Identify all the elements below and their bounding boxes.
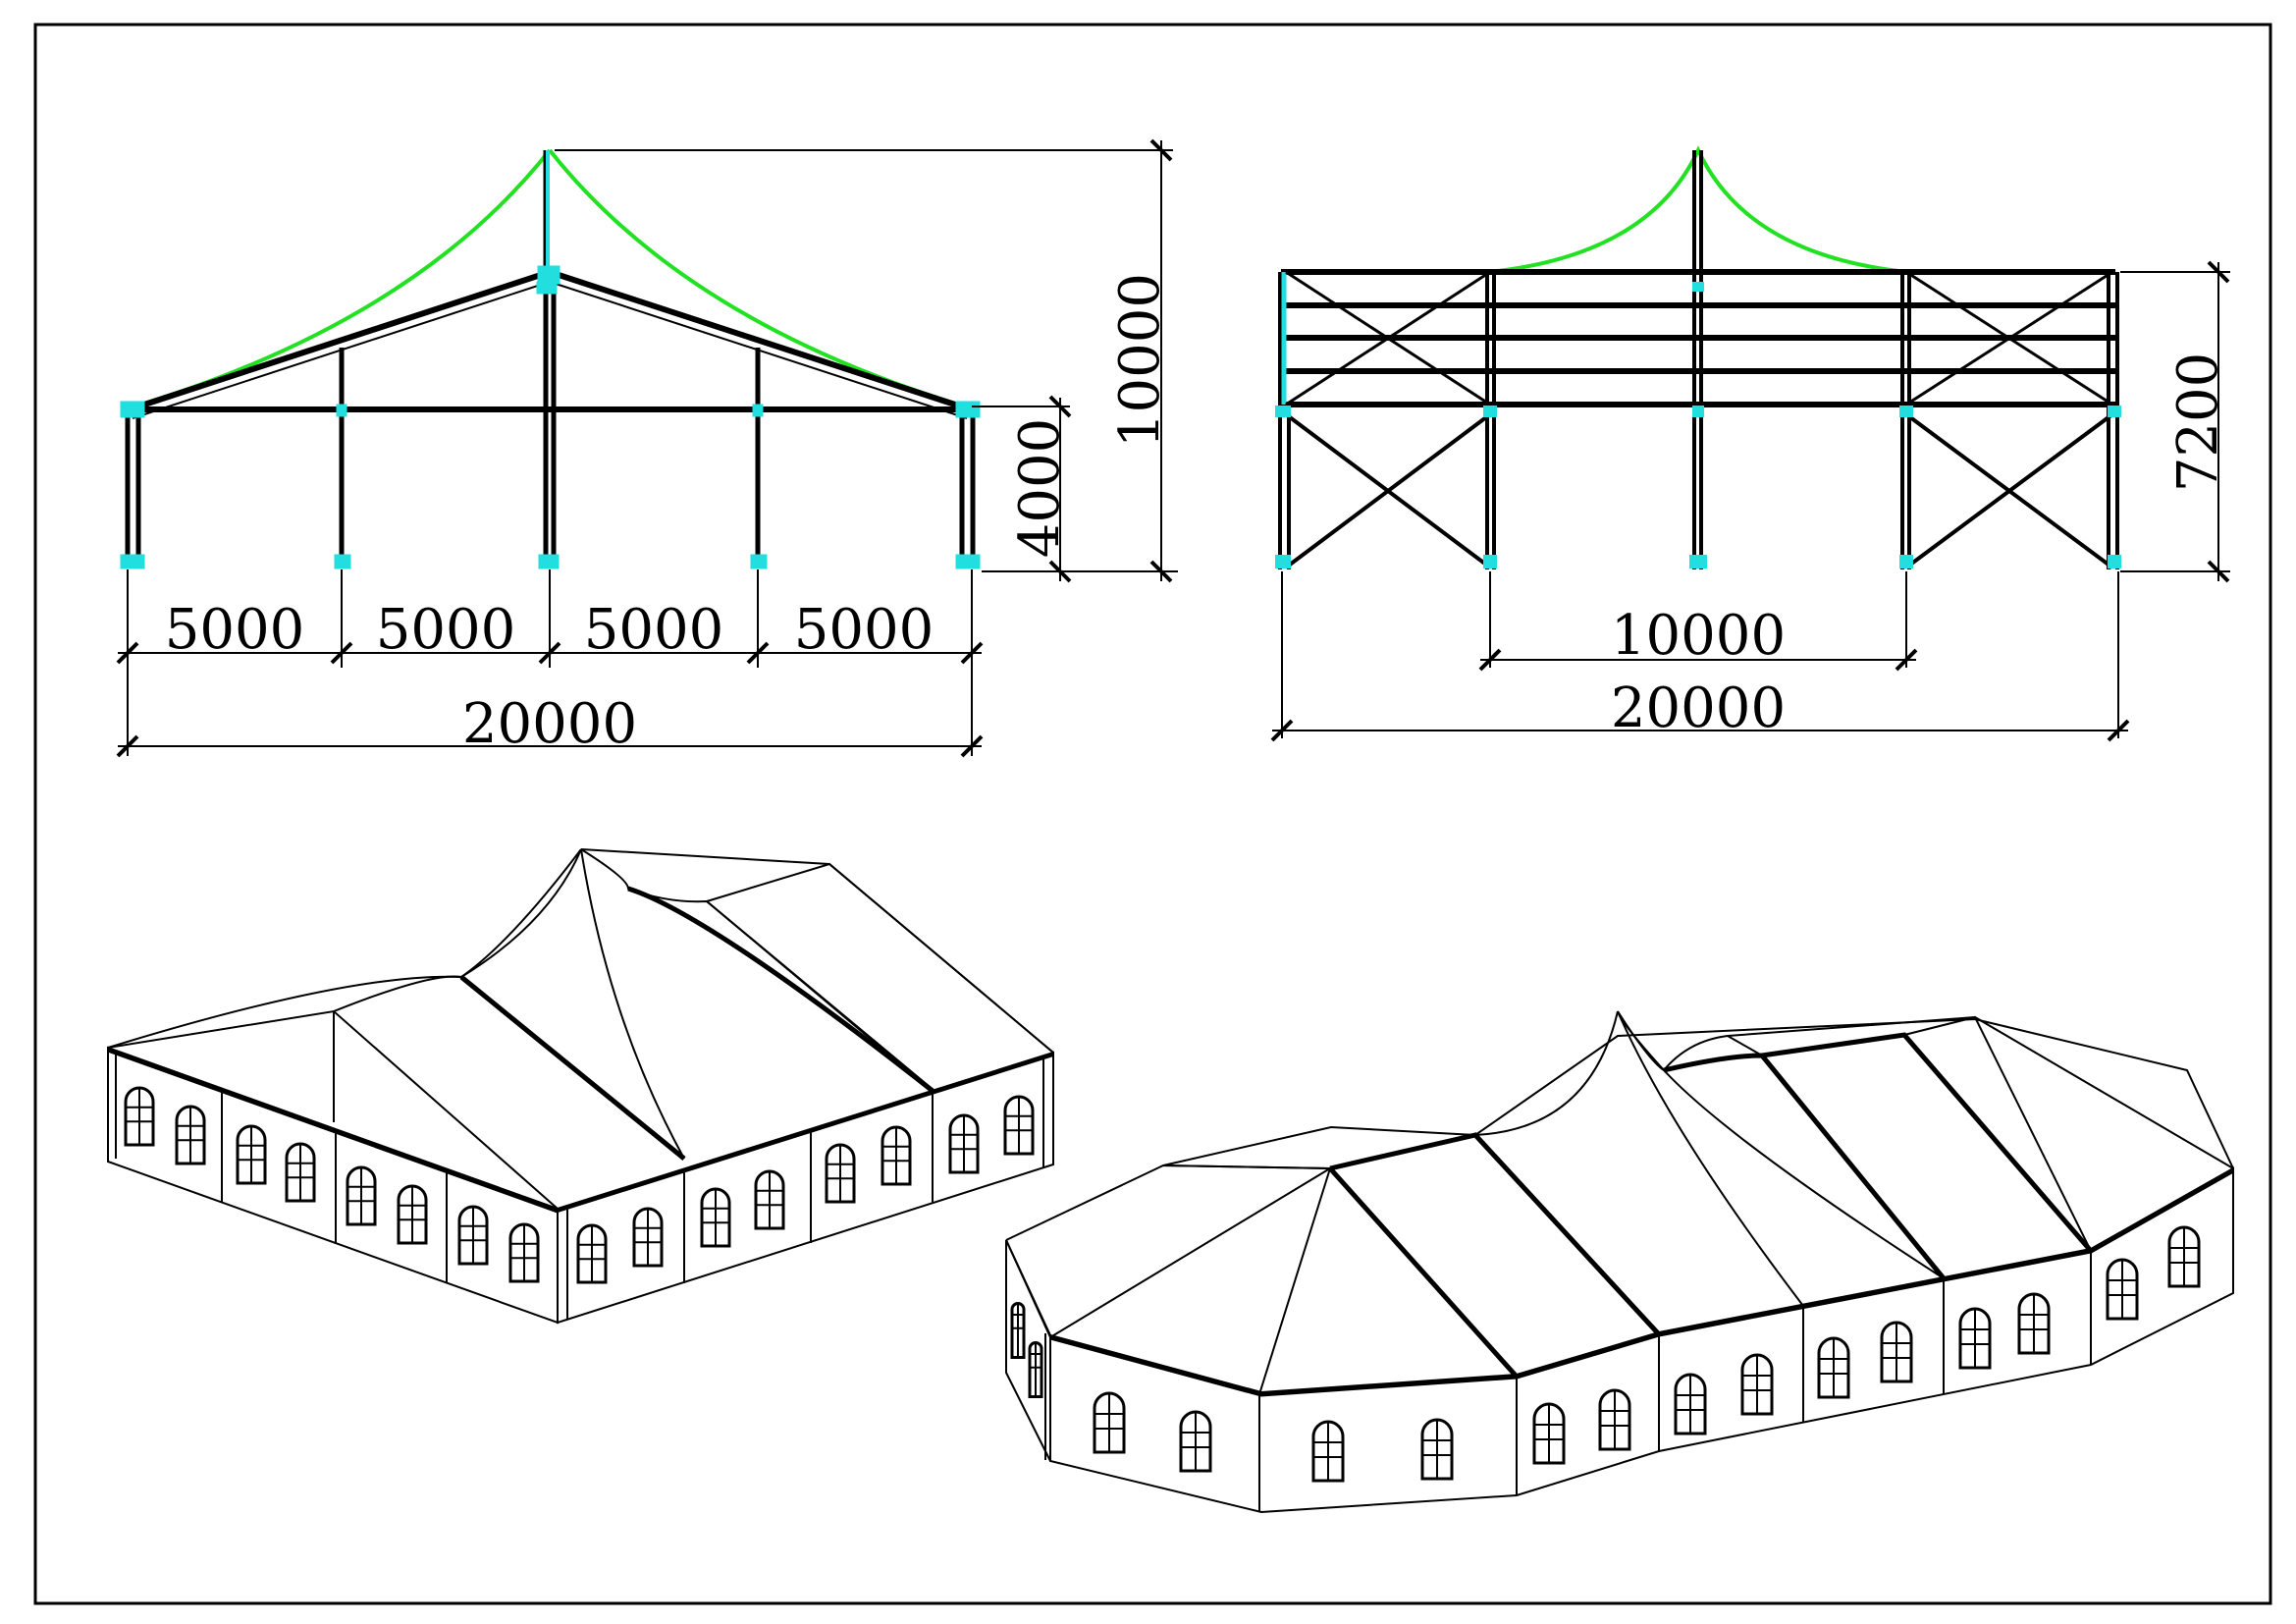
front-fittings xyxy=(120,265,981,569)
window-3 xyxy=(1311,1420,1345,1483)
window-2 xyxy=(1179,1410,1212,1473)
window-4 xyxy=(1420,1418,1454,1481)
side-columns xyxy=(1278,150,2119,569)
window-13 xyxy=(825,1143,856,1204)
window-7 xyxy=(457,1205,489,1266)
side-fittings xyxy=(1275,282,2121,568)
window-14 xyxy=(881,1125,912,1186)
side-center-span: 10000 xyxy=(1611,604,1786,668)
window-16 xyxy=(1003,1095,1035,1156)
front-total-width: 20000 xyxy=(462,692,637,756)
window-8 xyxy=(508,1222,540,1283)
front-eave-height: 4000 xyxy=(1008,418,1072,559)
front-bay-width-1: 5000 xyxy=(165,598,305,662)
window-16 xyxy=(1028,1341,1043,1398)
front-membrane-right xyxy=(548,148,973,410)
window-4 xyxy=(285,1142,316,1203)
window-15 xyxy=(1010,1302,1026,1359)
window-5 xyxy=(346,1165,377,1226)
window-9 xyxy=(576,1223,608,1284)
window-1 xyxy=(124,1086,155,1147)
window-7 xyxy=(1674,1373,1707,1435)
window-11 xyxy=(700,1187,731,1248)
window-6 xyxy=(397,1184,428,1245)
window-12 xyxy=(2017,1292,2051,1355)
front-elevation: 5000 5000 5000 5000 20000 4000 10000 xyxy=(116,138,1178,758)
window-1 xyxy=(1093,1391,1126,1454)
side-height: 7200 xyxy=(2166,352,2230,493)
window-15 xyxy=(948,1113,980,1174)
window-13 xyxy=(2106,1258,2139,1321)
front-rafters xyxy=(132,269,968,411)
window-6 xyxy=(1598,1388,1631,1451)
iso2-windows xyxy=(1010,1225,2201,1483)
window-11 xyxy=(1958,1307,1992,1370)
isometric-tent-rectangular xyxy=(107,848,1054,1325)
side-membrane xyxy=(1488,145,1908,274)
front-bay-width-4: 5000 xyxy=(794,598,934,662)
window-9 xyxy=(1817,1336,1850,1399)
side-total-width: 20000 xyxy=(1611,677,1786,740)
front-peak-height: 10000 xyxy=(1108,273,1172,448)
window-10 xyxy=(1880,1321,1913,1383)
window-10 xyxy=(632,1207,664,1268)
window-8 xyxy=(1740,1353,1774,1416)
window-2 xyxy=(175,1105,206,1165)
window-5 xyxy=(1532,1402,1566,1465)
isometric-tent-polygonal xyxy=(1005,1010,2235,1514)
iso1-windows xyxy=(124,1086,1035,1284)
window-12 xyxy=(754,1169,785,1230)
front-bay-width-2: 5000 xyxy=(376,598,516,662)
window-3 xyxy=(236,1124,267,1185)
sheet-border xyxy=(33,23,2272,1605)
front-membrane-left xyxy=(127,148,552,410)
front-bay-width-3: 5000 xyxy=(584,598,724,662)
window-14 xyxy=(2167,1225,2201,1288)
side-elevation: 10000 20000 7200 xyxy=(1270,145,2230,742)
front-columns xyxy=(125,150,976,568)
side-bracing xyxy=(1285,270,2113,406)
side-purlins xyxy=(1281,269,2115,407)
